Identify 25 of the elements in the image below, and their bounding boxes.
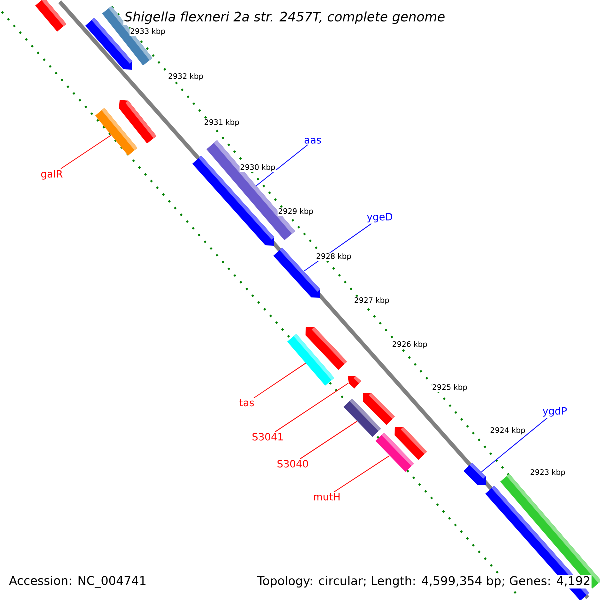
title: Shigella flexneri 2a str. 2457T, complete genome [124, 10, 446, 26]
gene-bar [287, 334, 335, 386]
gene-label: ygdP [542, 407, 567, 417]
leader-line [481, 418, 548, 472]
gene-bar [394, 427, 428, 460]
leader-line [254, 363, 306, 399]
gene-bar [95, 108, 138, 156]
gene-bar [348, 376, 362, 389]
leader-line [256, 144, 308, 186]
genome-info-text: Topology: circular; Length: 4,599,354 bp; Genes: 4,192 [256, 575, 592, 589]
leader-line [334, 456, 390, 492]
gene-label: mutH [314, 493, 340, 501]
gene-bar [35, 0, 67, 32]
gene-label: S3040 [278, 460, 308, 468]
gene-label: galR [41, 170, 63, 180]
leader-line [300, 421, 358, 460]
accession-text: Accession: NC_004741 [8, 575, 148, 589]
leader-line [275, 383, 349, 432]
leader-line [60, 135, 112, 170]
gene-label: tas [240, 399, 254, 407]
gene-label: ygeD [367, 213, 392, 223]
gene-bar [464, 462, 486, 485]
gene-bar [363, 393, 396, 426]
gene-label: S3041 [252, 433, 283, 441]
gene-label: aas [304, 138, 322, 144]
